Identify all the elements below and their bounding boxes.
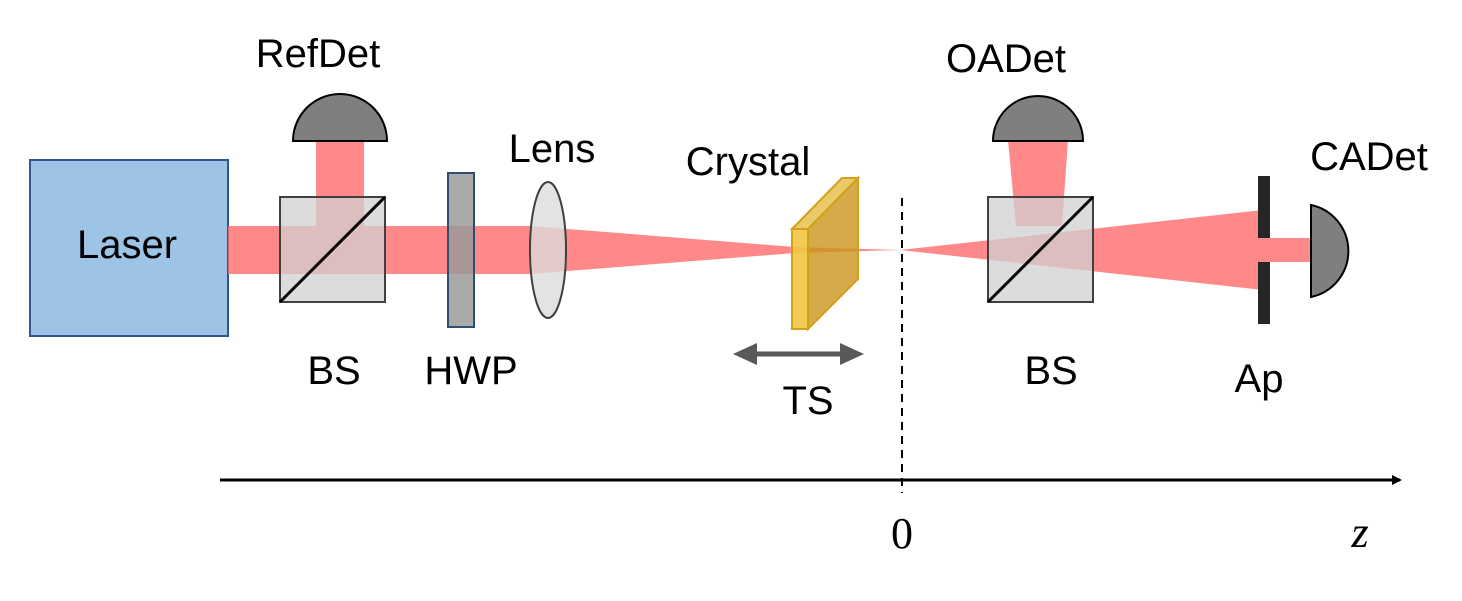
laser-box — [29, 159, 229, 337]
z-axis-label: z — [1350, 508, 1368, 557]
bs2-label: BS — [1024, 349, 1077, 393]
crystal — [789, 175, 861, 332]
laser-beam-aperture-pass — [1263, 238, 1313, 262]
laser-label: Laser — [77, 223, 177, 267]
z-zero-label: 0 — [891, 509, 913, 558]
half-wave-plate — [447, 172, 475, 328]
ref-det-label: RefDet — [256, 32, 381, 76]
aperture-bottom — [1258, 262, 1270, 324]
bs1-label: BS — [307, 349, 360, 393]
ref-detector — [291, 93, 389, 142]
ap-label: Ap — [1235, 357, 1284, 401]
hwp-label: HWP — [424, 349, 517, 393]
oa-det-label: OADet — [946, 37, 1066, 81]
lens — [529, 181, 567, 319]
beam-splitter-2-diagonal — [986, 195, 1095, 304]
aperture-top — [1258, 176, 1270, 238]
translation-stage-arrow — [733, 343, 864, 365]
ts-label: TS — [782, 379, 833, 423]
ca-det-label: CADet — [1310, 135, 1428, 179]
lens-label: Lens — [509, 127, 596, 171]
ca-detector — [1310, 203, 1350, 299]
crystal-label: Crystal — [686, 140, 810, 184]
beam-splitter-1-diagonal — [278, 195, 387, 304]
oa-detector — [991, 95, 1085, 142]
